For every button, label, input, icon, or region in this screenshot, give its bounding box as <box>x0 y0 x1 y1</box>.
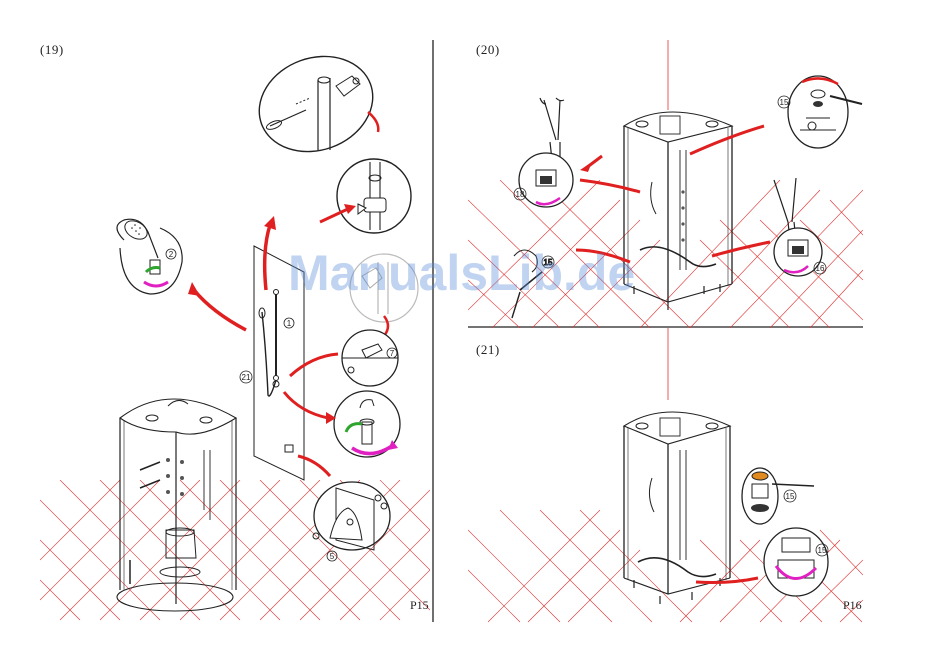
callout-15d: 15 <box>818 546 827 555</box>
callout-18: 18 <box>516 190 525 199</box>
watermark: ManualsLib.de <box>288 244 635 302</box>
detail-nozzle: 7 <box>342 330 398 386</box>
step-21-label: (21) <box>476 342 500 358</box>
shower-hose <box>262 312 276 396</box>
arrow <box>368 112 378 132</box>
step-19-label: (19) <box>40 42 64 58</box>
arrow <box>194 290 246 330</box>
callout-2: 2 <box>169 250 174 259</box>
callout-15c: 15 <box>786 492 795 501</box>
detail-mixer-cover: 5 <box>313 482 390 561</box>
detail-hose-connection <box>334 391 400 457</box>
callout-15: 15 <box>780 98 789 107</box>
shower-cabin-right-bottom <box>624 412 730 604</box>
step-20-label: (20) <box>476 42 500 58</box>
callout-1: 1 <box>287 319 292 328</box>
detail-valve-top: 15 <box>778 76 862 148</box>
detail-drain-nut: 15 <box>764 528 828 596</box>
detail-hose-nut: 15 <box>742 468 814 524</box>
detail-drain-right: 16 <box>774 228 826 276</box>
pliers-tool-left <box>540 98 564 160</box>
detail-bracket-screw <box>246 41 386 167</box>
mixer-valve <box>285 445 293 452</box>
page-number-left: P15 <box>410 598 429 613</box>
page-number-right: P16 <box>843 598 862 613</box>
callout-16: 16 <box>816 264 825 273</box>
callout-5: 5 <box>330 552 335 561</box>
detail-slider-holder <box>337 159 411 233</box>
callout-7: 7 <box>390 349 395 358</box>
detail-drain-left: 18 <box>514 153 573 207</box>
callout-21: 21 <box>242 373 251 382</box>
detail-hand-shower: 2 <box>117 217 182 294</box>
